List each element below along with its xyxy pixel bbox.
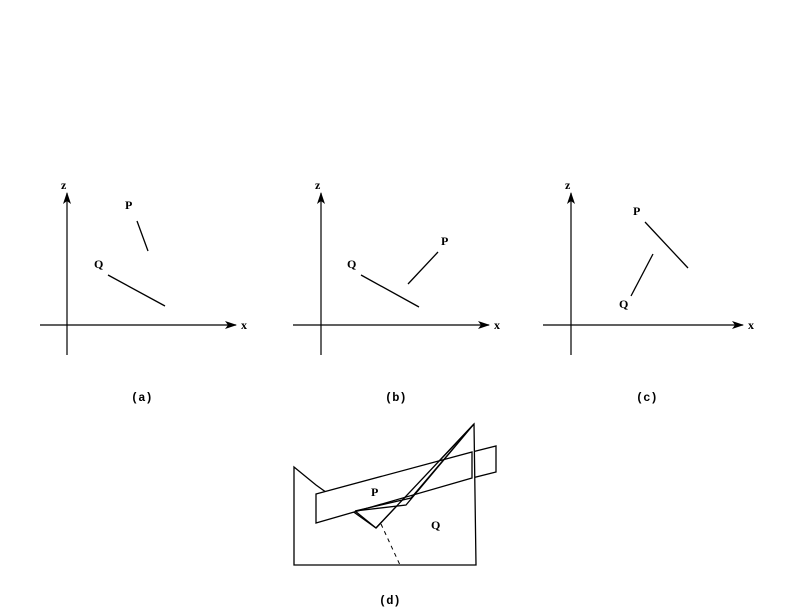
panel-b: z x P Q (b) xyxy=(293,178,500,405)
z-axis-label: z xyxy=(61,178,67,192)
segment-q xyxy=(361,275,419,307)
caption-a: (a) xyxy=(131,391,153,405)
panel-d: P Q (d) xyxy=(294,424,496,608)
x-axis-label: x xyxy=(241,318,247,332)
panel-c: z x P Q (c) xyxy=(543,178,754,405)
label-q: Q xyxy=(431,518,440,532)
z-axis-label: z xyxy=(315,178,321,192)
label-q: Q xyxy=(94,257,103,271)
label-p: P xyxy=(371,485,378,499)
segment-q xyxy=(108,275,165,306)
label-q: Q xyxy=(619,297,628,311)
panel-a: z x P Q (a) xyxy=(40,178,247,405)
x-axis-label: x xyxy=(748,318,754,332)
label-p: P xyxy=(125,198,132,212)
segment-p xyxy=(408,252,438,284)
polygon-p-tail xyxy=(472,446,496,478)
x-axis-label: x xyxy=(494,318,500,332)
caption-c: (c) xyxy=(636,391,658,405)
caption-d: (d) xyxy=(379,594,401,608)
segment-p xyxy=(137,221,148,251)
caption-b: (b) xyxy=(385,391,407,405)
segment-p xyxy=(645,222,688,268)
label-q: Q xyxy=(347,257,356,271)
z-axis-label: z xyxy=(565,178,571,192)
label-p: P xyxy=(441,234,448,248)
segment-q xyxy=(631,254,653,296)
label-p: P xyxy=(633,204,640,218)
